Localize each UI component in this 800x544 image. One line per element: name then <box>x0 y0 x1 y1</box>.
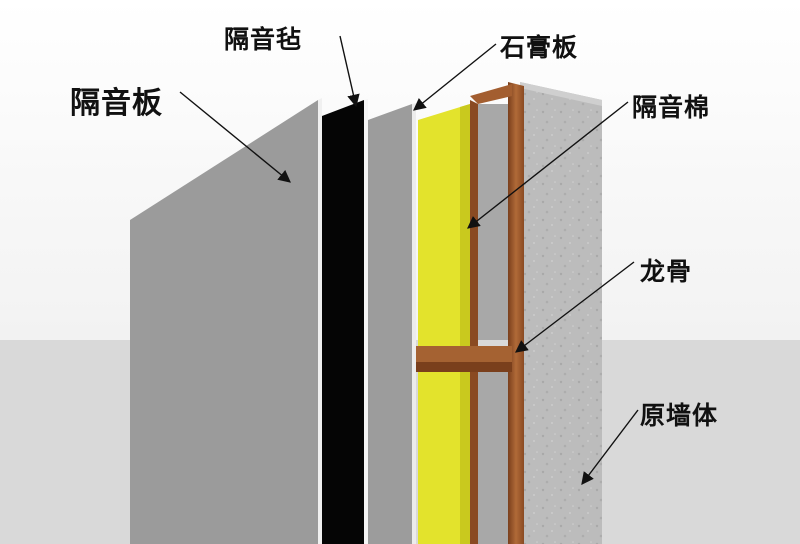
leader-soundproof-board <box>179 91 291 183</box>
leader-gypsum-board <box>413 43 497 111</box>
gypsum-board <box>368 103 416 544</box>
leader-keel <box>514 261 635 353</box>
leader-lines <box>179 35 639 486</box>
label-original-wall: 原墙体 <box>640 401 719 430</box>
label-insulation-cotton: 隔音棉 <box>632 93 711 122</box>
label-soundproof-board: 隔音板 <box>70 86 163 121</box>
soundproof-felt <box>322 99 368 544</box>
soundproof-board <box>130 98 322 544</box>
leader-soundproof-felt <box>339 35 360 108</box>
label-keel: 龙骨 <box>640 257 693 286</box>
keel-frame <box>416 82 524 544</box>
original-wall <box>520 82 602 544</box>
leader-insulation-cotton <box>467 101 629 229</box>
leader-original-wall <box>581 409 639 486</box>
insulation-cotton <box>418 104 470 544</box>
label-gypsum-board: 石膏板 <box>500 33 579 62</box>
label-soundproof-felt: 隔音毡 <box>224 25 303 54</box>
